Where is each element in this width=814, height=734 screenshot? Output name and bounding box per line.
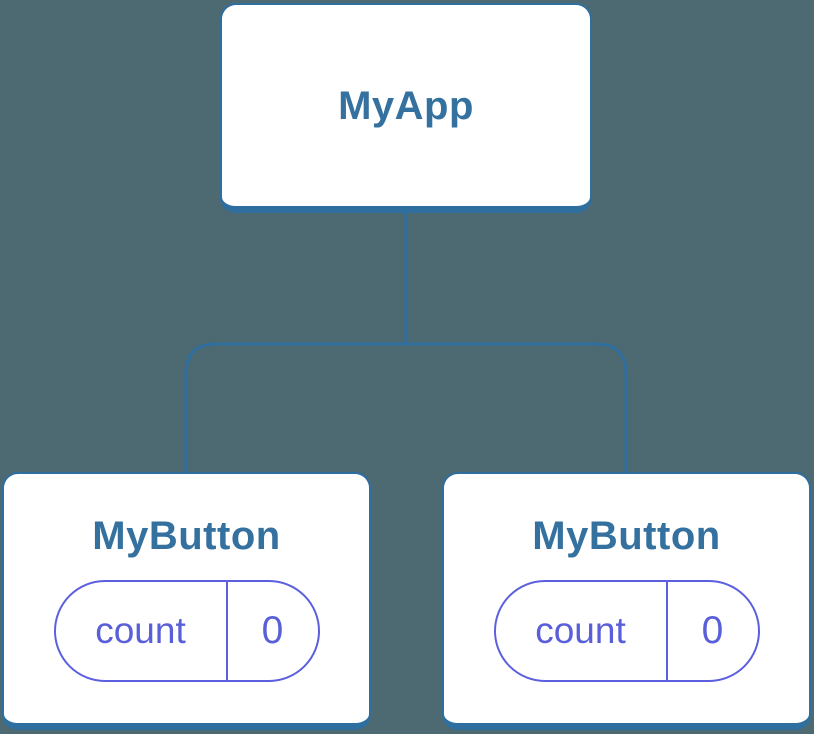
node-myapp-label: MyApp — [338, 83, 474, 128]
node-myapp: MyApp — [220, 3, 592, 213]
state-pill-right: count 0 — [493, 579, 760, 682]
state-pill-left: count 0 — [53, 579, 320, 682]
branch-line — [184, 342, 628, 473]
node-mybutton-left: MyButton count 0 — [2, 472, 371, 730]
node-mybutton-right: MyButton count 0 — [442, 472, 811, 730]
state-value-label: 0 — [701, 608, 724, 652]
node-mybutton-left-label: MyButton — [92, 513, 281, 558]
state-key-label: count — [496, 581, 668, 680]
state-value-label: 0 — [261, 608, 284, 652]
state-key-label: count — [56, 581, 228, 680]
node-mybutton-right-label: MyButton — [532, 513, 721, 558]
